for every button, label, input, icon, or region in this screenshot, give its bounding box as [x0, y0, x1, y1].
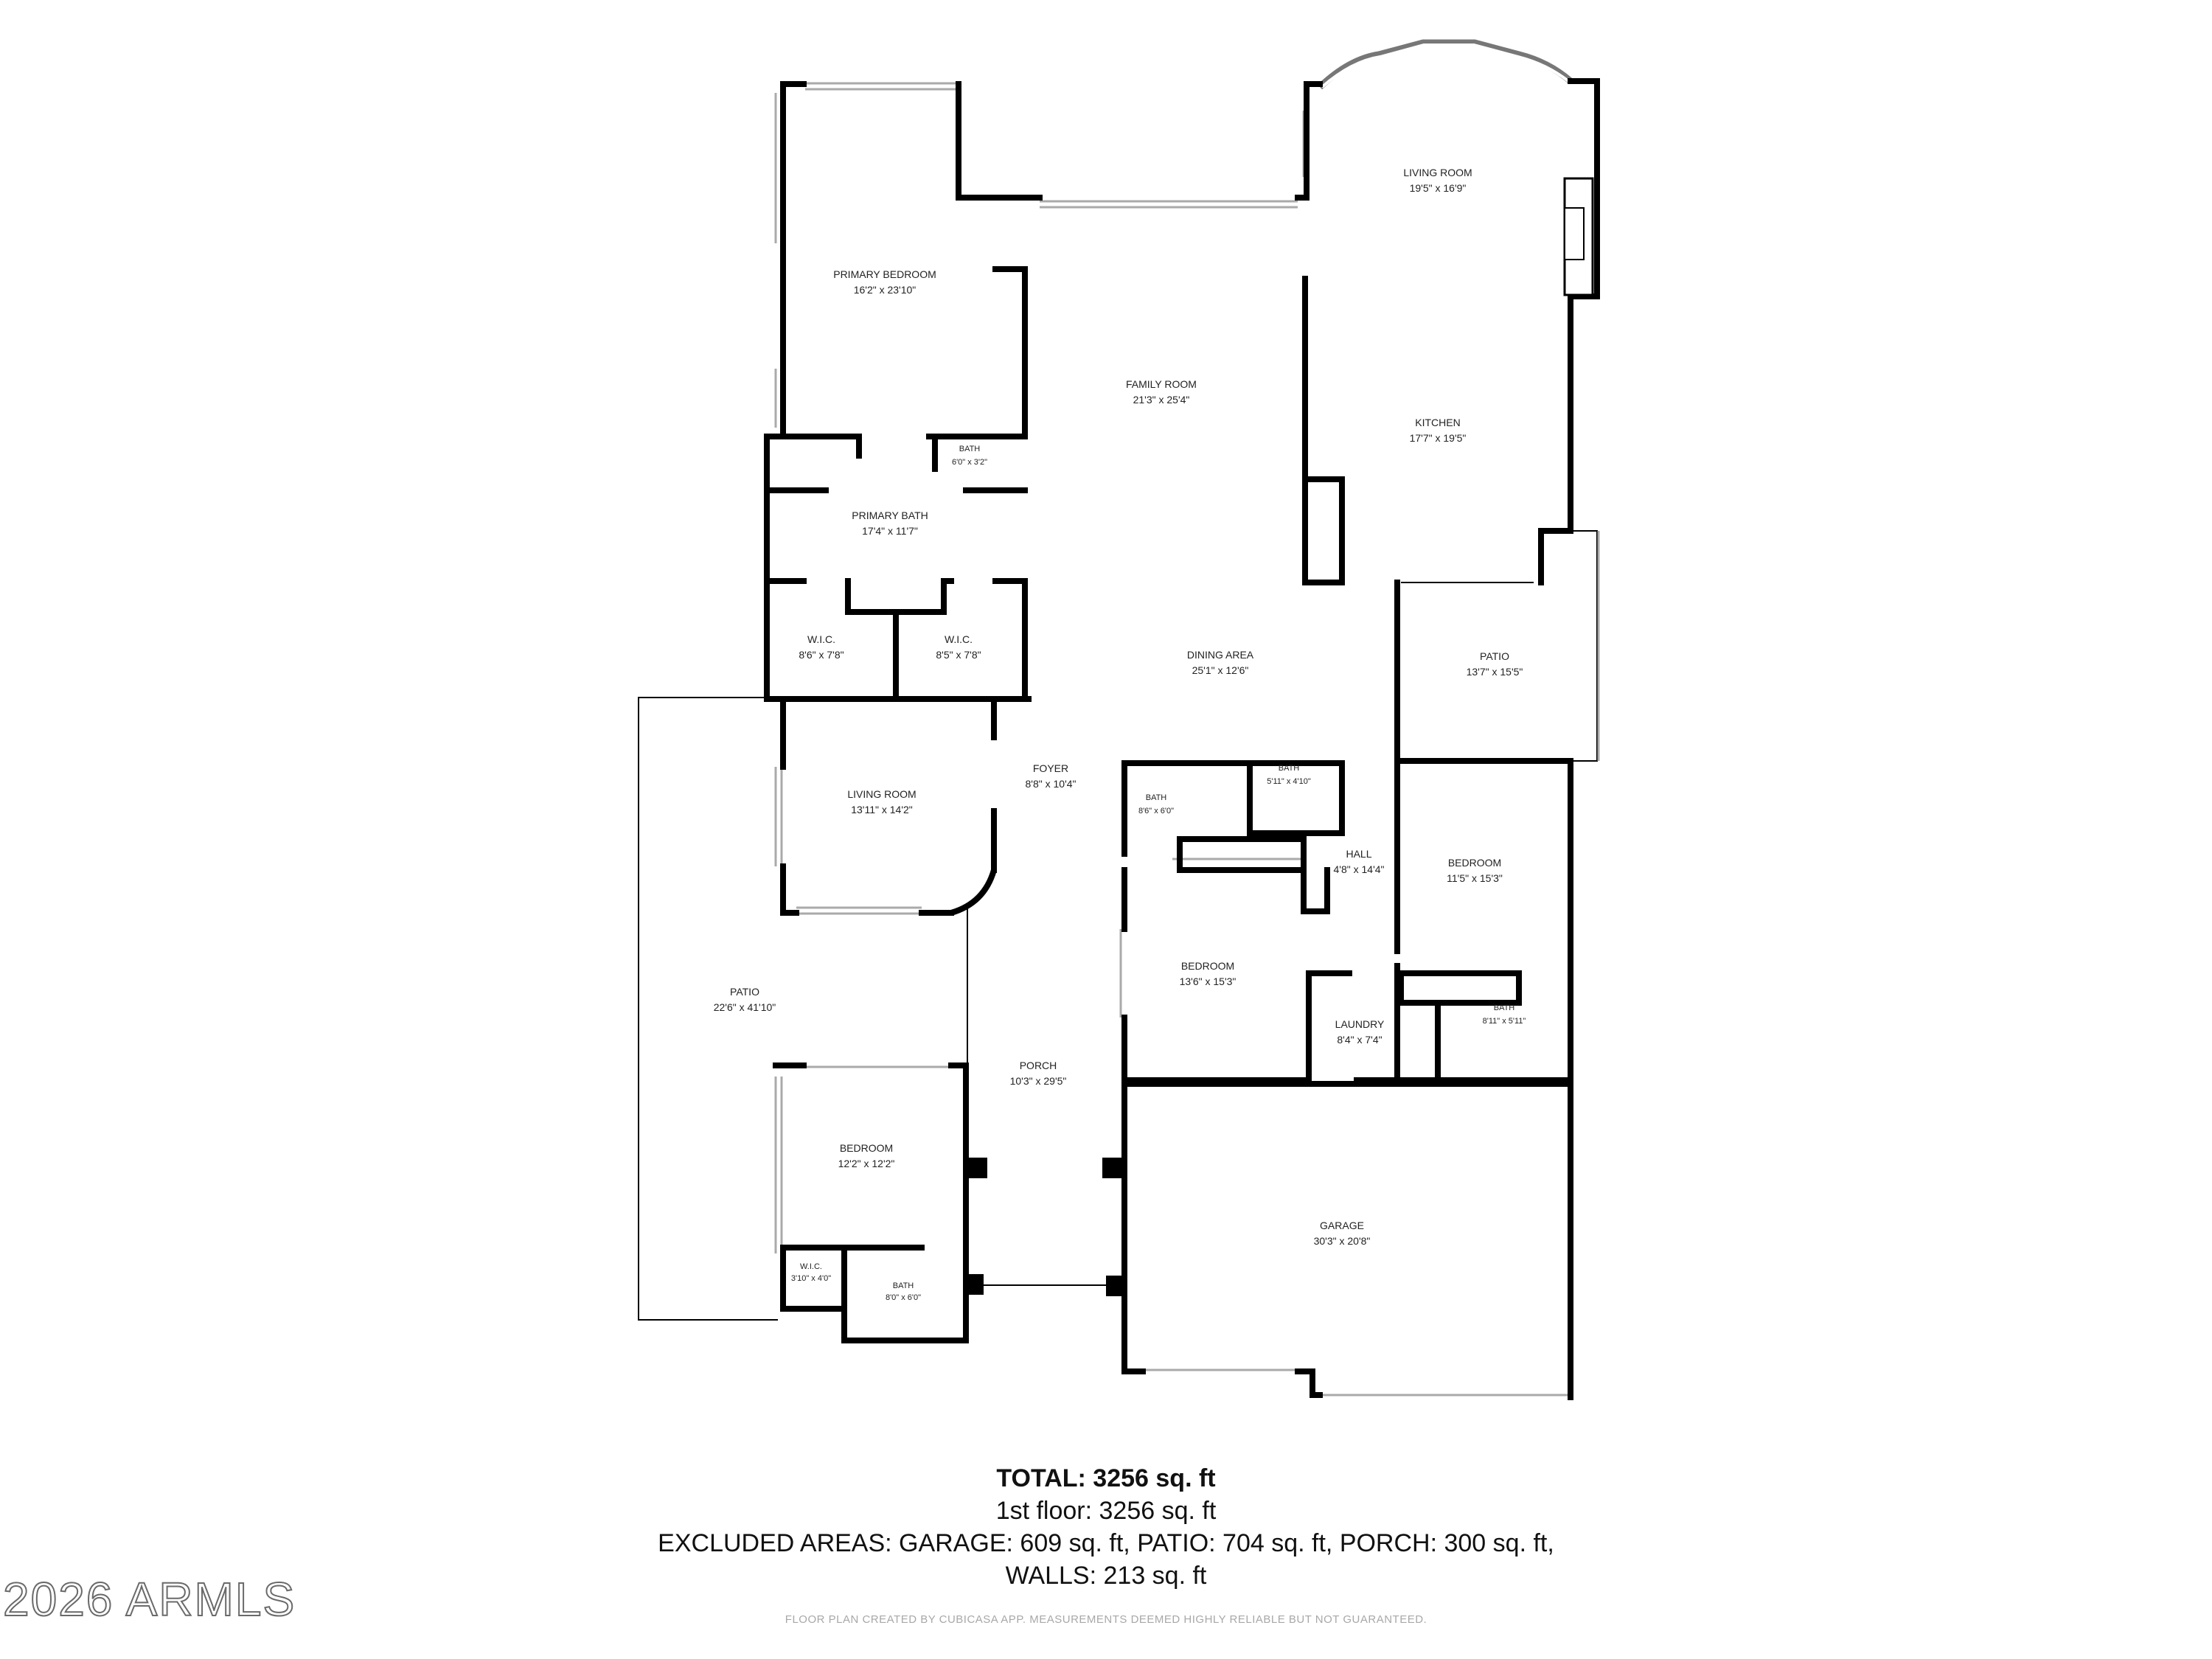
bedroom-right-dim: 11'5" x 15'3" — [1447, 872, 1503, 884]
wic-right-dim: 8'5" x 7'8" — [936, 649, 981, 661]
porch-dim: 10'3" x 29'5" — [1010, 1075, 1067, 1087]
total-area: TOTAL: 3256 sq. ft — [996, 1464, 1216, 1492]
room-labels: PRIMARY BEDROOM 16'2" x 23'10" BATH 6'0"… — [714, 167, 1526, 1302]
kitchen-name: KITCHEN — [1415, 417, 1460, 428]
wall — [1121, 760, 1345, 836]
bath-hall-b-dim: 5'11" x 4'10" — [1267, 777, 1311, 786]
family-room-name: FAMILY ROOM — [1126, 378, 1197, 390]
wic-right-name: W.I.C. — [945, 633, 973, 645]
wall — [956, 81, 1035, 201]
bedroom-center-dim: 13'6" x 15'3" — [1180, 975, 1237, 987]
living-room-main-dim: 19'5" x 16'9" — [1410, 182, 1467, 194]
first-floor-area: 1st floor: 3256 sq. ft — [995, 1497, 1217, 1525]
kitchen-dim: 17'7" x 19'5" — [1410, 432, 1467, 444]
disclaimer: FLOOR PLAN CREATED BY CUBICASA APP. MEAS… — [785, 1613, 1427, 1626]
wall — [1302, 276, 1345, 585]
walls — [764, 78, 1600, 1400]
bath-primary-wc-dim: 6'0" x 3'2" — [952, 458, 987, 467]
wic-casita-dim: 3'10" x 4'0" — [791, 1274, 831, 1283]
bath-casita-dim: 8'0" x 6'0" — [886, 1293, 921, 1302]
living-room-casita-dim: 13'11" x 14'2" — [851, 804, 913, 815]
watermark: 2026 ARMLS — [2, 1572, 296, 1627]
patio-right-outline — [1571, 530, 1598, 762]
bedroom-center-name: BEDROOM — [1181, 960, 1234, 972]
bay-window-inner — [1321, 44, 1570, 88]
patio-right-dim: 13'7" x 15'5" — [1467, 666, 1523, 678]
porch-name: PORCH — [1020, 1060, 1057, 1071]
wall — [992, 578, 1028, 702]
family-room-dim: 21'3" x 25'4" — [1133, 394, 1190, 406]
bedroom-casita-dim: 12'2" x 12'2" — [838, 1158, 895, 1169]
primary-bath-name: PRIMARY BATH — [852, 509, 928, 521]
hall-dim: 4'8" x 14'4" — [1334, 863, 1385, 875]
wall — [1247, 760, 1345, 836]
bath-casita-name: BATH — [893, 1281, 914, 1290]
wall — [992, 266, 1028, 439]
bath-right-name: BATH — [1494, 1004, 1515, 1012]
patio-left-dim: 22'6" x 41'10" — [714, 1001, 776, 1013]
wic-casita-name: W.I.C. — [800, 1262, 822, 1271]
fireplace — [1563, 177, 1594, 296]
garage-dim: 30'3" x 20'8" — [1314, 1235, 1371, 1247]
wall — [780, 1062, 969, 1343]
walls-area: WALLS: 213 sq. ft — [1005, 1562, 1207, 1590]
bath-right-dim: 8'11" x 5'11" — [1483, 1017, 1526, 1026]
porch-column — [1102, 1158, 1121, 1178]
wic-left-name: W.I.C. — [807, 633, 835, 645]
wall — [1177, 836, 1307, 873]
hall-name: HALL — [1346, 848, 1371, 860]
wall — [1121, 1015, 1312, 1083]
dining-area-name: DINING AREA — [1187, 649, 1254, 661]
patio-left-outline — [638, 697, 778, 1321]
wall — [764, 434, 1032, 702]
patio-left-name: PATIO — [730, 986, 759, 998]
living-room-casita-name: LIVING ROOM — [847, 788, 916, 800]
bedroom-right-name: BEDROOM — [1448, 857, 1501, 869]
wall — [1295, 81, 1323, 201]
fireplace-box — [1564, 207, 1585, 260]
laundry-dim: 8'4" x 7'4" — [1337, 1034, 1382, 1046]
laundry-name: LAUNDRY — [1335, 1018, 1385, 1030]
primary-bath-dim: 17'4" x 11'7" — [862, 525, 918, 537]
columns — [964, 1158, 1125, 1296]
bath-hall-b-name: BATH — [1279, 764, 1300, 773]
bath-hall-a-dim: 8'6" x 6'0" — [1138, 807, 1174, 815]
wall — [1121, 1081, 1573, 1400]
wall — [780, 863, 799, 916]
wic-left-dim: 8'6" x 7'8" — [799, 649, 844, 661]
bath-primary-wc-name: BATH — [959, 445, 981, 453]
wall — [1538, 78, 1600, 585]
primary-bedroom-name: PRIMARY BEDROOM — [833, 268, 936, 280]
wall — [845, 578, 954, 615]
porch-column — [964, 1274, 984, 1295]
wall — [1394, 970, 1522, 1006]
garage-name: GARAGE — [1320, 1220, 1364, 1231]
curved-wall — [950, 869, 997, 916]
patio-right-name: PATIO — [1480, 650, 1509, 662]
dining-area-dim: 25'1" x 12'6" — [1192, 664, 1249, 676]
wall — [764, 434, 862, 459]
bedroom-casita-name: BEDROOM — [840, 1142, 893, 1154]
bath-hall-a-name: BATH — [1146, 793, 1167, 802]
primary-bedroom-dim: 16'2" x 23'10" — [854, 284, 917, 296]
wall — [1398, 758, 1573, 1087]
foyer-dim: 8'8" x 10'4" — [1026, 778, 1077, 790]
wall — [1121, 1081, 1146, 1374]
wall — [1177, 836, 1330, 914]
foyer-name: FOYER — [1033, 762, 1068, 774]
bay-window — [1317, 39, 1573, 90]
wall — [1295, 1368, 1323, 1398]
living-room-main-name: LIVING ROOM — [1403, 167, 1472, 178]
excluded-areas: EXCLUDED AREAS: GARAGE: 609 sq. ft, PATI… — [658, 1529, 1554, 1557]
porch-column — [1106, 1276, 1125, 1296]
porch-column — [968, 1158, 987, 1178]
